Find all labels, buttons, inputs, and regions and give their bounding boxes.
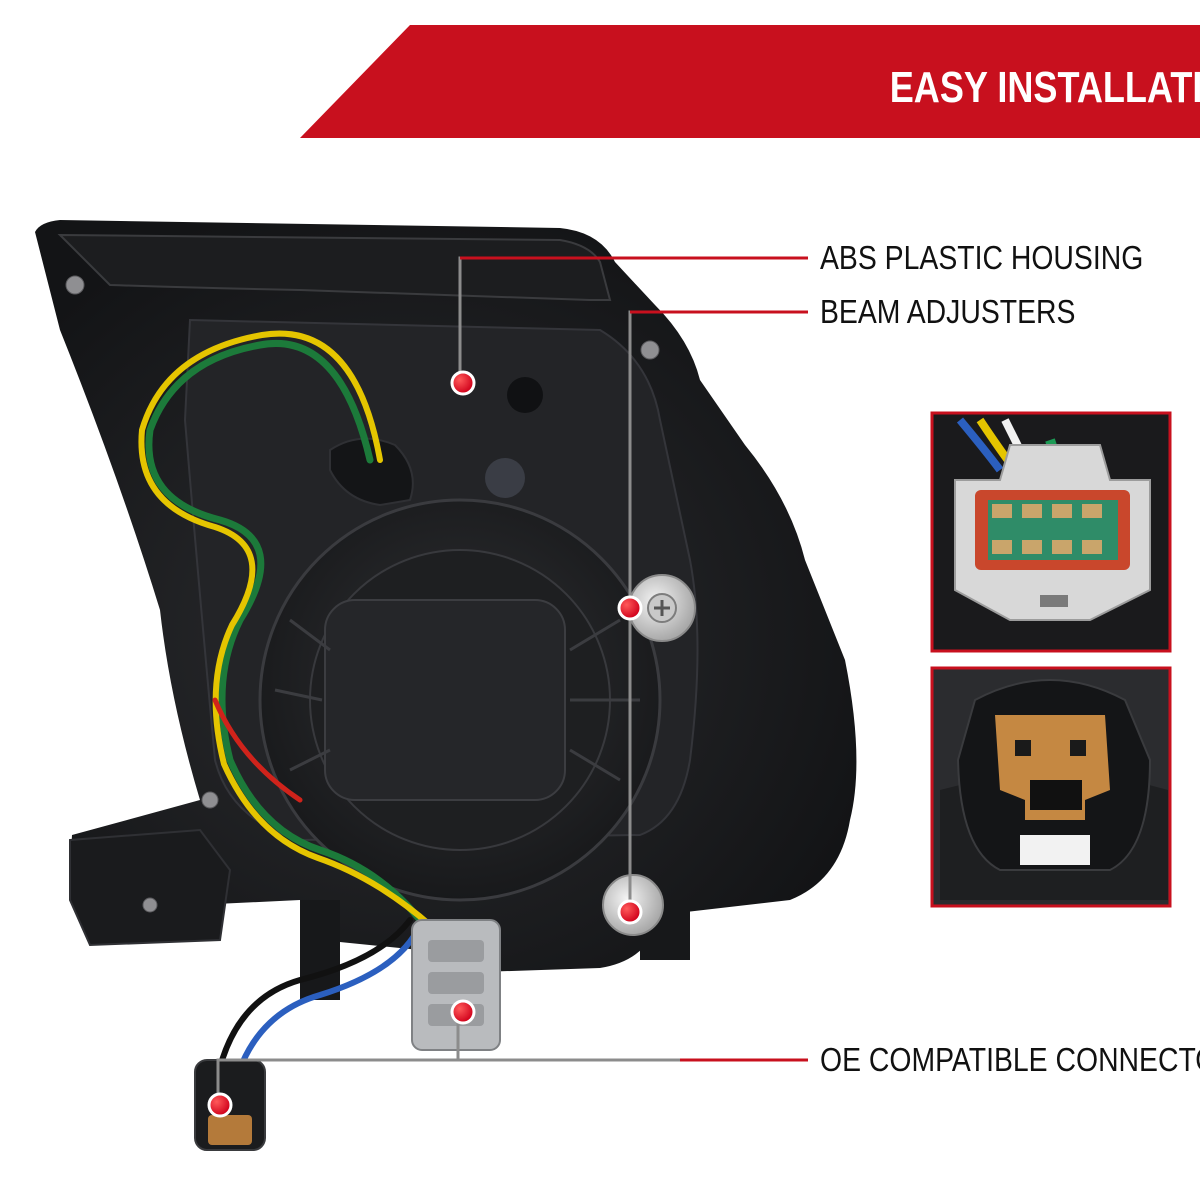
callout-beam-adjusters: BEAM ADJUSTERS — [820, 293, 1076, 330]
inset-multi-pin-connector — [930, 411, 1172, 653]
wire-harness — [138, 330, 433, 1098]
marker-dots — [207, 370, 643, 1118]
headlight-housing — [35, 220, 857, 1000]
callout-lines — [216, 256, 808, 1105]
inset-two-pin-connector — [930, 666, 1172, 908]
banner-shape — [300, 25, 1200, 138]
callout-oe-compatible-connectors: OE COMPATIBLE CONNECTORS — [820, 1041, 1200, 1078]
callout-abs-plastic-housing: ABS PLASTIC HOUSING — [820, 239, 1144, 276]
harness-connector — [411, 919, 501, 1051]
beam-adjuster-bolts — [602, 574, 696, 936]
banner-title: EASY INSTALLATION — [889, 63, 1200, 112]
